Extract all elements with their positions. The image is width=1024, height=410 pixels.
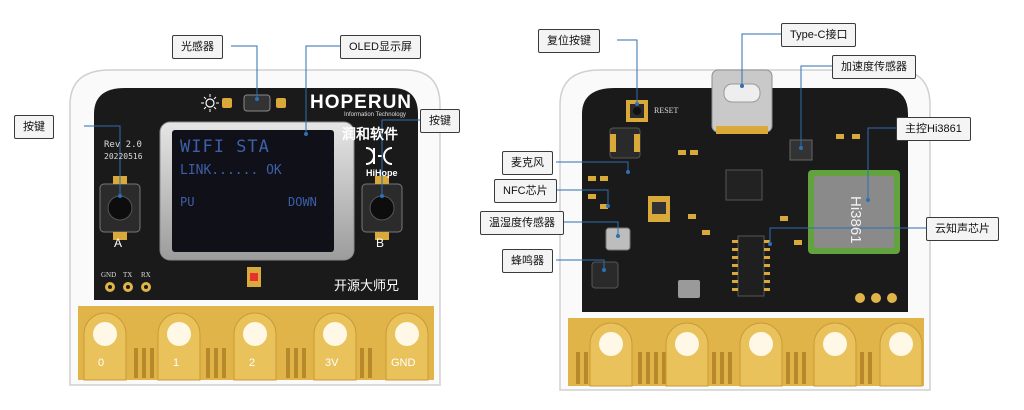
callout-light-sensor: 光感器 <box>172 35 223 59</box>
rx-small-label: RX <box>141 271 151 279</box>
callout-leader-lines <box>84 33 926 270</box>
gnd-small-label: GND <box>101 271 117 279</box>
front-pin-pads <box>83 312 429 381</box>
callout-oled-screen: OLED显示屏 <box>340 35 421 59</box>
pin-label-2: 2 <box>249 357 256 369</box>
oled-display <box>172 130 334 252</box>
light-sensor <box>201 94 286 112</box>
callout-buzzer: 蜂鸣器 <box>502 249 553 273</box>
tx-small-label: TX <box>123 271 133 279</box>
callout-reset-button: 复位按键 <box>538 29 600 53</box>
oled-softkey-right: DOWN <box>288 195 317 209</box>
callout-anchor-dots <box>118 84 870 272</box>
callout-button-left: 按键 <box>14 115 54 139</box>
reset-silkscreen: RESET <box>654 106 679 115</box>
hoperun-cn-logo: 润和软件 <box>342 126 398 142</box>
hihope-logo-icon <box>365 147 393 165</box>
oled-line-2: LINK...... OK <box>180 163 282 178</box>
callout-button-right: 按键 <box>420 109 460 133</box>
board-slogan: 开源大师兄 <box>334 278 400 293</box>
hihope-logo: HiHope <box>366 168 398 178</box>
back-components <box>588 127 897 303</box>
callout-typec: Type-C接口 <box>781 23 857 47</box>
hoperun-logo: HOPERUN <box>310 92 413 113</box>
back-board <box>559 69 931 391</box>
back-edge-fingers <box>576 352 916 384</box>
callout-microphone: 麦克风 <box>502 151 553 175</box>
date-label: 20220516 <box>104 152 143 161</box>
button-b-label: B <box>376 236 385 250</box>
hoperun-subtitle: Information Technology <box>344 112 406 118</box>
button-a-label: A <box>114 236 123 250</box>
pin-label-0: 0 <box>98 357 105 369</box>
oled-line-1: WIFI STA <box>180 137 270 157</box>
back-pin-pads <box>589 322 923 387</box>
callout-voice-chip: 云知声芯片 <box>926 217 999 241</box>
mcu-chip-marking: Hi3861 <box>847 196 864 244</box>
pin-label-3v: 3V <box>325 357 339 369</box>
callout-nfc-chip: NFC芯片 <box>494 179 557 203</box>
callout-main-mcu: 主控Hi3861 <box>896 117 971 141</box>
callout-temp-humidity: 温湿度传感器 <box>480 211 564 235</box>
pin-label-1: 1 <box>173 357 180 369</box>
callout-accelerometer: 加速度传感器 <box>832 55 916 79</box>
revision-label: Rev 2.0 <box>104 140 142 150</box>
oled-softkey-left: PU <box>180 195 195 209</box>
pin-label-gnd: GND <box>391 357 416 369</box>
front-board <box>69 69 441 386</box>
